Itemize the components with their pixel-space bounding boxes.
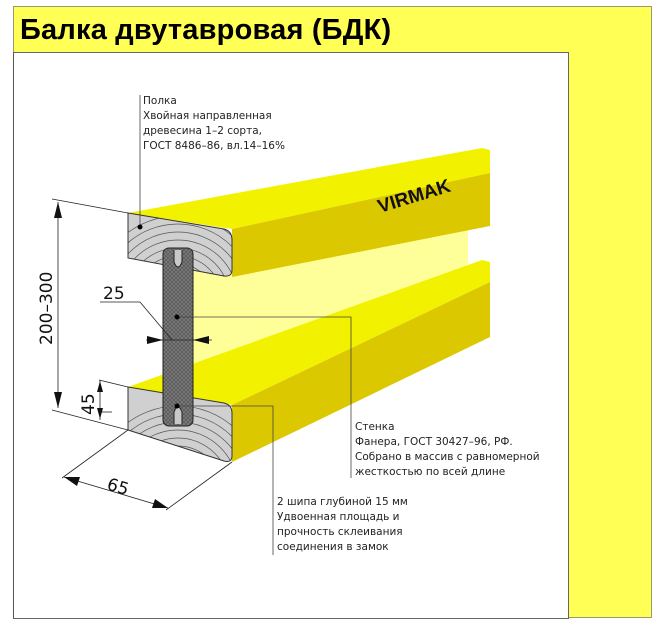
note-line: Фанера, ГОСТ 30427–96, РФ. bbox=[355, 436, 513, 448]
note-line: ГОСТ 8486–86, вл.14–16% bbox=[143, 140, 285, 152]
dimension-height-label: 200–300 bbox=[37, 272, 57, 345]
dimension-web-thickness-label: 25 bbox=[103, 284, 125, 304]
dimension-flange-height bbox=[97, 379, 129, 420]
web-section bbox=[162, 247, 194, 427]
leader-web bbox=[174, 314, 352, 478]
dimension-height bbox=[51, 198, 129, 431]
dimension-flange-width-label: 65 bbox=[105, 475, 132, 500]
note-line: Полка bbox=[143, 95, 177, 107]
note-flange: Полка Хвойная направленная древесина 1–2… bbox=[143, 95, 285, 152]
note-joint: 2 шипа глубиной 15 мм Удвоенная площадь … bbox=[277, 496, 408, 553]
note-line: прочность склеивания bbox=[277, 526, 403, 538]
leader-flange bbox=[137, 95, 143, 230]
page-title: Балка двутавровая (БДК) bbox=[20, 14, 392, 46]
bottom-flange-side-face bbox=[232, 282, 490, 462]
dimension-flange-height-label: 45 bbox=[79, 393, 99, 415]
note-line: Хвойная направленная bbox=[143, 110, 272, 122]
note-line: Удвоенная площадь и bbox=[277, 511, 399, 523]
note-line: жесткостью по всей длине bbox=[355, 466, 505, 478]
bottom-flange-top-face bbox=[128, 260, 490, 405]
note-line: Собрано в массив с равномерной bbox=[355, 451, 540, 463]
top-flange-side-face bbox=[232, 173, 490, 277]
note-line: древесина 1–2 сорта, bbox=[143, 125, 262, 137]
leader-joint bbox=[174, 403, 274, 555]
note-line: соединения в замок bbox=[277, 541, 389, 553]
note-web: Стенка Фанера, ГОСТ 30427–96, РФ. Собран… bbox=[355, 421, 540, 478]
top-flange-top-face bbox=[128, 148, 490, 229]
note-line: Стенка bbox=[355, 421, 395, 433]
note-line: 2 шипа глубиной 15 мм bbox=[277, 496, 408, 508]
dimension-web-thickness bbox=[100, 301, 212, 344]
dimension-flange-width bbox=[61, 429, 233, 511]
